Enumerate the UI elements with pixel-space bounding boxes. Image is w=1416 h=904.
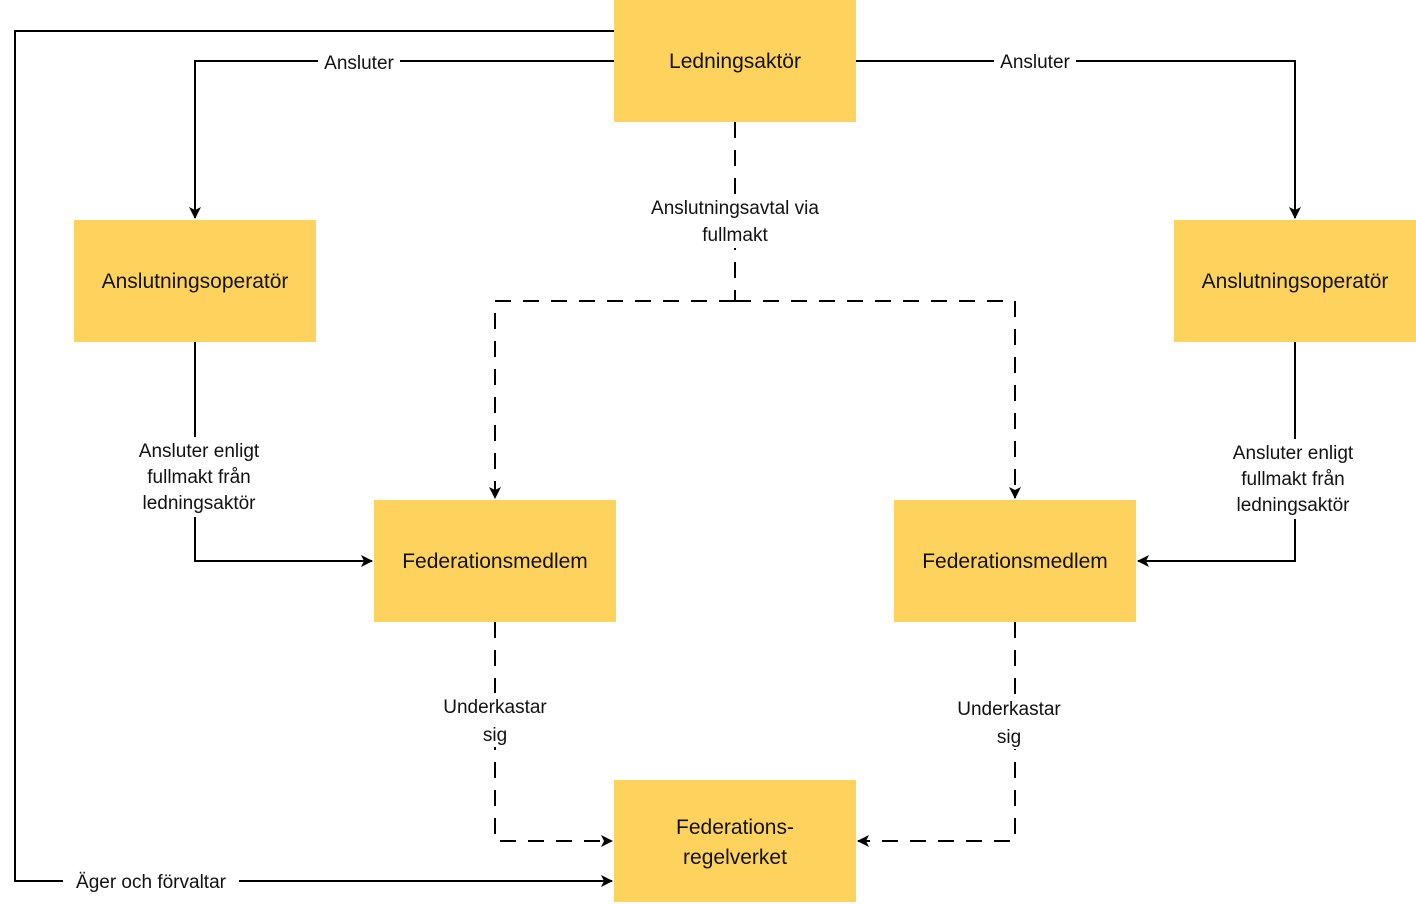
svg-text:regelverket: regelverket	[683, 846, 787, 869]
svg-text:Federationsmedlem: Federationsmedlem	[922, 550, 1108, 573]
svg-text:fullmakt: fullmakt	[702, 225, 768, 246]
svg-text:ledningsaktör: ledningsaktör	[1236, 495, 1350, 516]
svg-text:Anslutningsoperatör: Anslutningsoperatör	[1202, 270, 1389, 293]
svg-text:fullmakt från: fullmakt från	[147, 467, 250, 488]
label-proxy-left: Ansluter enligt fullmakt från ledningsak…	[126, 437, 272, 517]
svg-text:Ansluter enligt: Ansluter enligt	[139, 441, 260, 462]
node-operator-left[interactable]: Anslutningsoperatör	[74, 220, 316, 342]
edge-proxy-right[interactable]	[1137, 342, 1296, 567]
svg-text:Ansluter: Ansluter	[1000, 52, 1070, 73]
label-submits-right: Underkastar sig	[946, 695, 1072, 749]
label-owns-and-manages: Äger och förvaltar	[63, 869, 239, 893]
svg-text:Underkastar: Underkastar	[957, 699, 1061, 720]
svg-text:Anslutningsavtal via: Anslutningsavtal via	[651, 198, 819, 219]
svg-text:sig: sig	[997, 727, 1021, 748]
edge-agreement-left[interactable]	[489, 300, 735, 499]
svg-text:Underkastar: Underkastar	[443, 697, 547, 718]
edge-proxy-left[interactable]	[194, 342, 373, 567]
edge-owns-and-manages[interactable]	[14, 30, 614, 887]
edge-agreement-right[interactable]	[735, 300, 1021, 499]
svg-text:Ledningsaktör: Ledningsaktör	[669, 50, 801, 73]
label-submits-left: Underkastar sig	[432, 693, 558, 747]
node-operator-right[interactable]: Anslutningsoperatör	[1174, 220, 1416, 342]
svg-text:Federations-: Federations-	[676, 816, 794, 839]
label-connects-right: Ansluter	[994, 49, 1076, 73]
node-regelverket[interactable]: Federations- regelverket	[614, 780, 856, 902]
svg-text:Federationsmedlem: Federationsmedlem	[402, 550, 588, 573]
svg-text:Ansluter: Ansluter	[324, 53, 394, 74]
svg-text:Anslutningsoperatör: Anslutningsoperatör	[102, 270, 289, 293]
edge-connects-left[interactable]	[189, 60, 614, 219]
node-member-left[interactable]: Federationsmedlem	[374, 500, 616, 622]
svg-text:ledningsaktör: ledningsaktör	[142, 493, 256, 514]
label-proxy-right: Ansluter enligt fullmakt från ledningsak…	[1220, 439, 1366, 519]
node-member-right[interactable]: Federationsmedlem	[894, 500, 1136, 622]
edge-submits-right[interactable]	[857, 622, 1016, 847]
label-connects-left: Ansluter	[318, 50, 400, 74]
edge-connects-right[interactable]	[856, 60, 1301, 219]
svg-text:Äger och förvaltar: Äger och förvaltar	[76, 872, 227, 893]
label-agreement: Anslutningsavtal via fullmakt	[634, 194, 836, 248]
svg-text:sig: sig	[483, 725, 507, 746]
node-ledningsaktor[interactable]: Ledningsaktör	[614, 0, 856, 122]
svg-text:fullmakt från: fullmakt från	[1241, 469, 1344, 490]
svg-text:Ansluter enligt: Ansluter enligt	[1233, 443, 1354, 464]
